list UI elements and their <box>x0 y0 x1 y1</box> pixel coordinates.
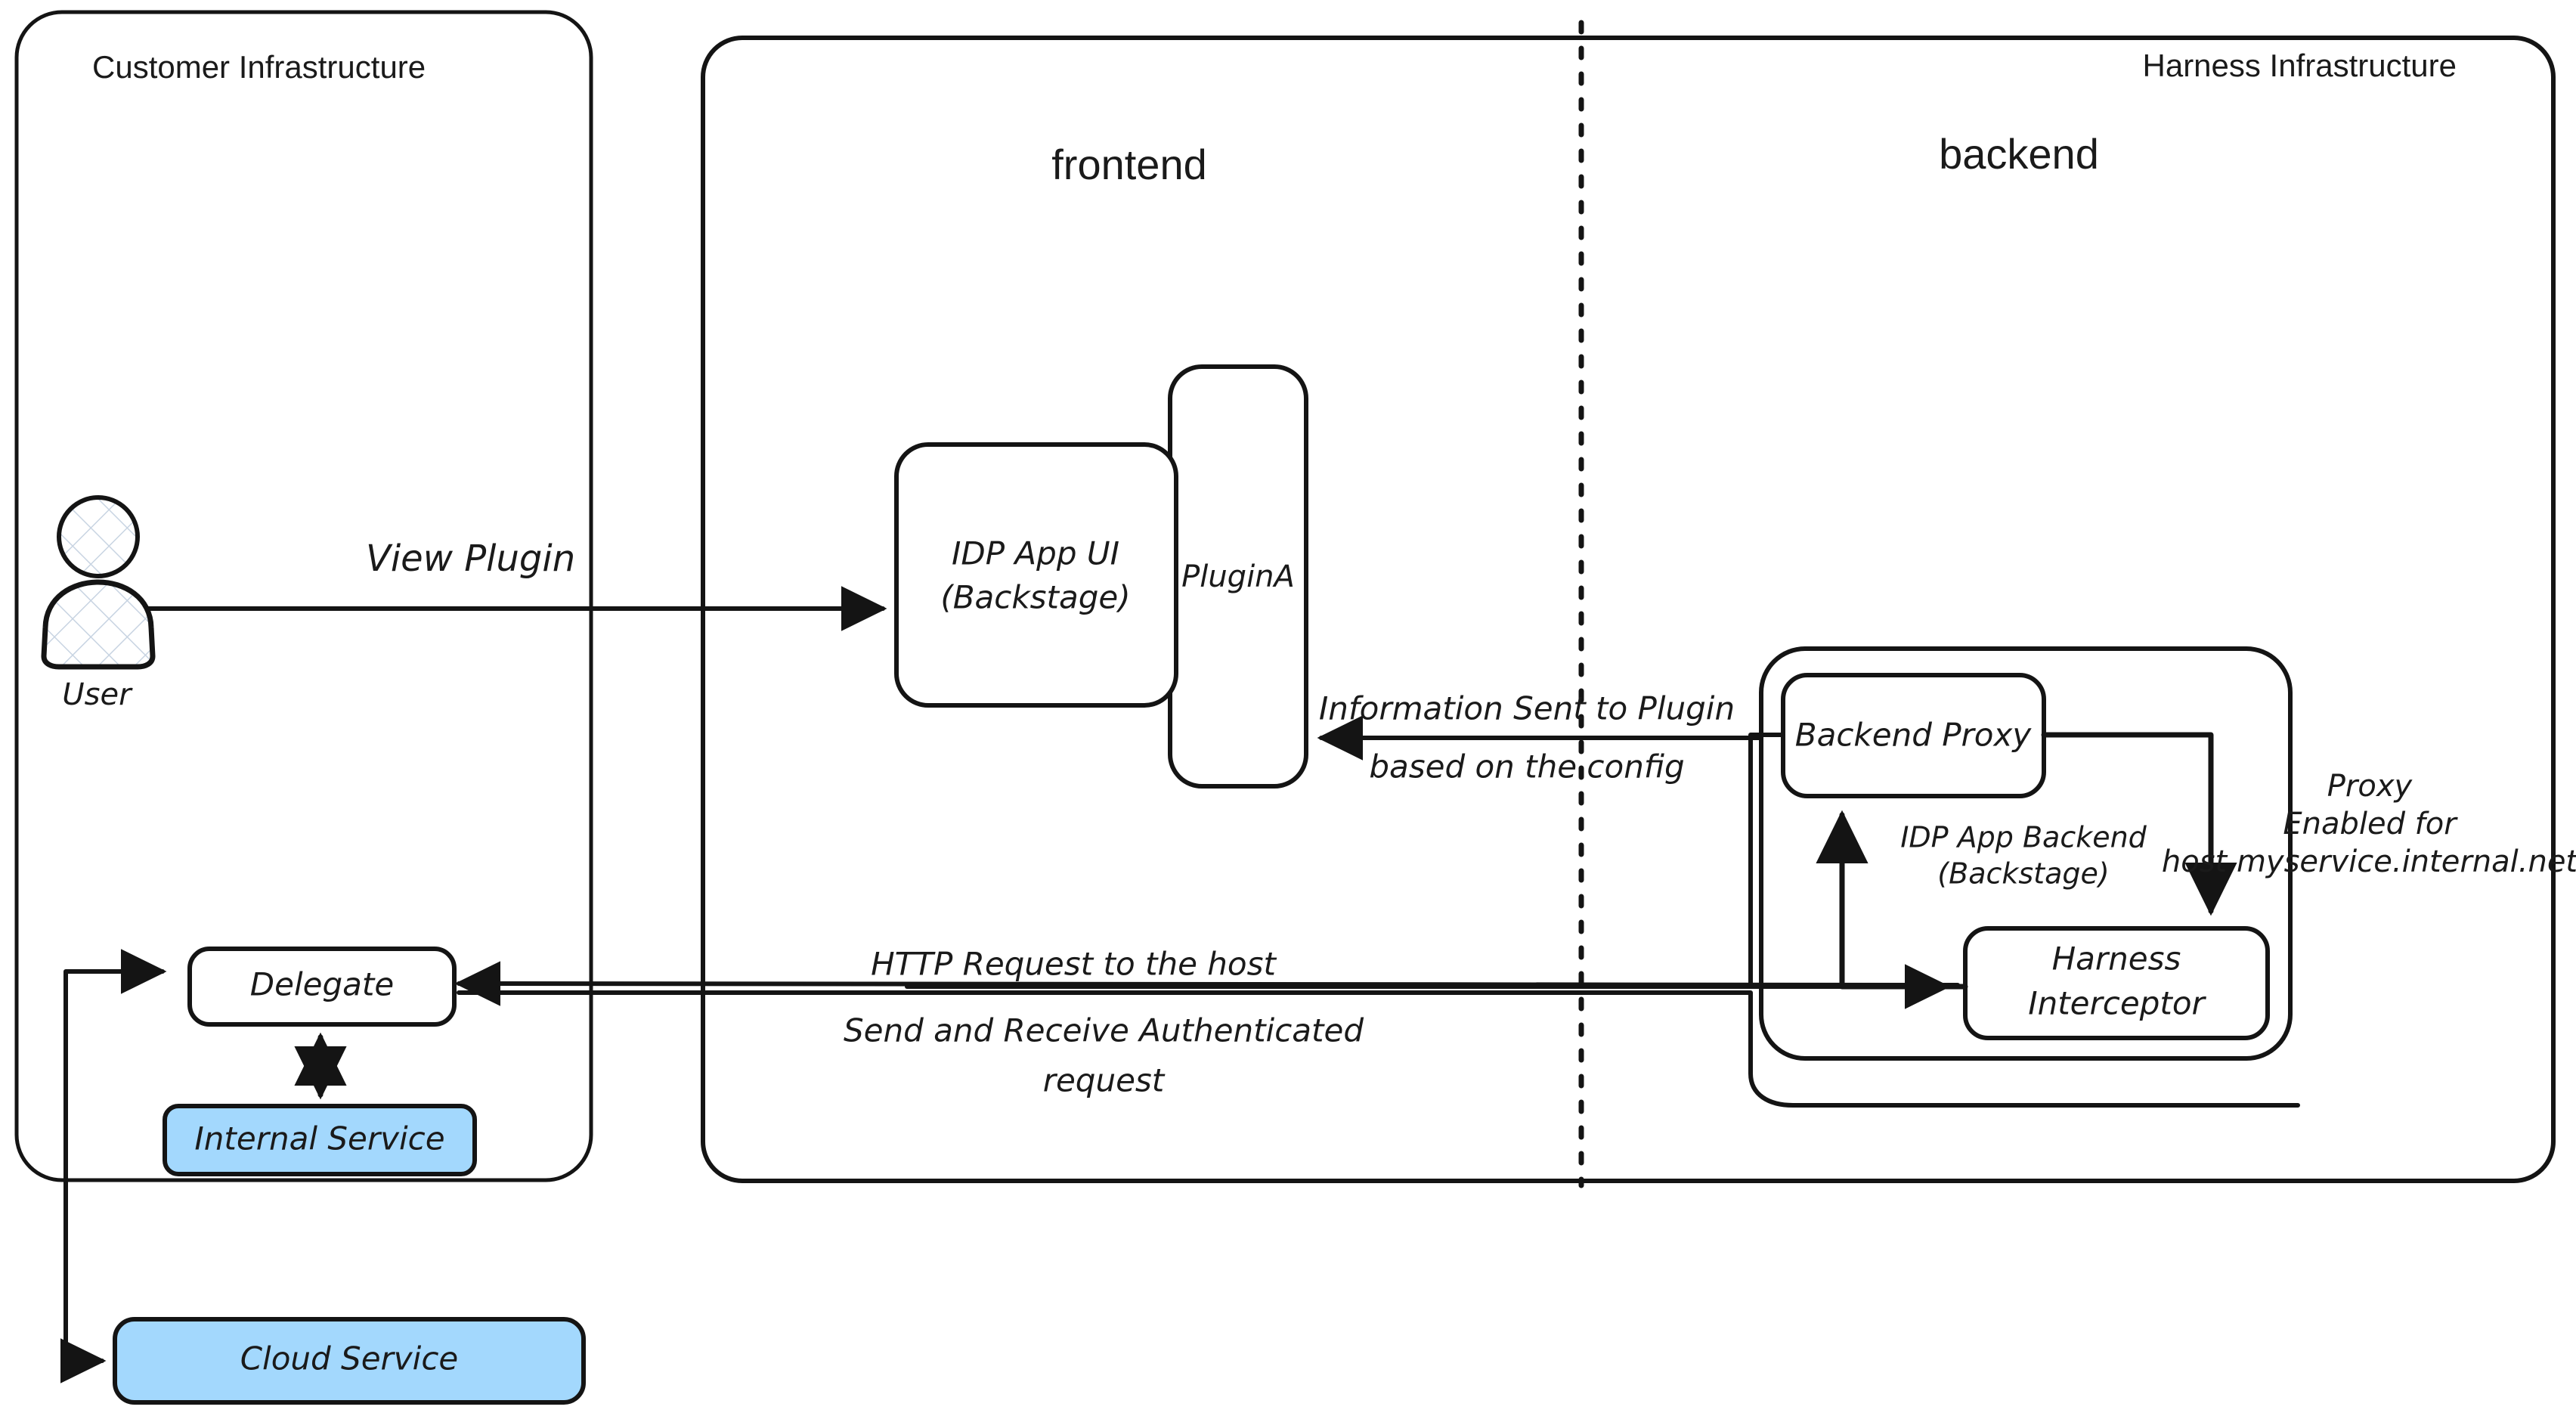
edge-send-receive: Send and Receive Authenticated request <box>457 964 2300 1108</box>
information-sent-label-line1: Information Sent to Plugin <box>1319 690 1735 727</box>
plugin-a-label: PluginA <box>1181 559 1295 594</box>
backend-zone-label: backend <box>1939 130 2099 178</box>
edge-branch-to-cloud-and-delegate <box>60 949 167 1383</box>
edge-view-plugin: View Plugin <box>146 538 887 631</box>
send-receive-label-line1: Send and Receive Authenticated <box>844 1012 1364 1049</box>
user-icon <box>41 495 156 670</box>
harness-interceptor-label-line1: Harness <box>2052 940 2181 978</box>
edge-information-sent: Information Sent to Plugin based on the … <box>1317 690 1771 785</box>
node-cloud-service[interactable]: Cloud Service <box>113 1317 586 1405</box>
frontend-zone-label: frontend <box>1051 141 1207 188</box>
node-harness-interceptor[interactable]: Harness Interceptor <box>1963 926 2270 1040</box>
idp-app-backend-label-line2: (Backstage) <box>1937 857 2109 891</box>
backend-proxy-label: Backend Proxy <box>1795 717 2033 754</box>
cloud-service-label: Cloud Service <box>240 1340 459 1377</box>
harness-infrastructure-title: Harness Infrastructure <box>2143 48 2457 83</box>
delegate-label: Delegate <box>250 966 394 1003</box>
node-plugin-a[interactable]: PluginA <box>1168 364 1308 789</box>
customer-infrastructure-title: Customer Infrastructure <box>92 49 426 85</box>
proxy-enabled-label-line1: Proxy <box>2327 769 2413 804</box>
idp-app-ui-label-line1: IDP App UI <box>952 535 1119 572</box>
customer-infrastructure-container: Customer Infrastructure <box>14 10 593 1182</box>
idp-app-ui-label-line2: (Backstage) <box>940 579 1130 616</box>
proxy-enabled-label-line3: host myservice.internal.net <box>2162 844 2576 879</box>
node-internal-service[interactable]: Internal Service <box>163 1104 477 1176</box>
node-backend-proxy[interactable]: Backend Proxy <box>1781 673 2046 798</box>
edge-proxy-left-stub <box>1748 733 1785 989</box>
send-receive-label-line2: request <box>1043 1062 1166 1099</box>
internal-service-label: Internal Service <box>194 1120 444 1157</box>
http-request-label: HTTP Request to the host <box>871 946 1277 983</box>
information-sent-label-line2: based on the config <box>1369 748 1684 785</box>
edge-proxy-to-interceptor: Proxy Enabled for host myservice.interna… <box>2041 732 2576 916</box>
node-idp-app-ui[interactable]: IDP App UI (Backstage) <box>894 442 1178 708</box>
view-plugin-label: View Plugin <box>366 538 575 580</box>
user-label: User <box>62 677 133 712</box>
node-delegate[interactable]: Delegate <box>187 947 457 1027</box>
idp-app-backend-label-line1: IDP App Backend <box>1900 821 2147 854</box>
harness-interceptor-label-line2: Interceptor <box>2028 985 2206 1022</box>
proxy-enabled-label-line2: Enabled for <box>2283 807 2458 841</box>
user-actor: User <box>41 495 156 712</box>
